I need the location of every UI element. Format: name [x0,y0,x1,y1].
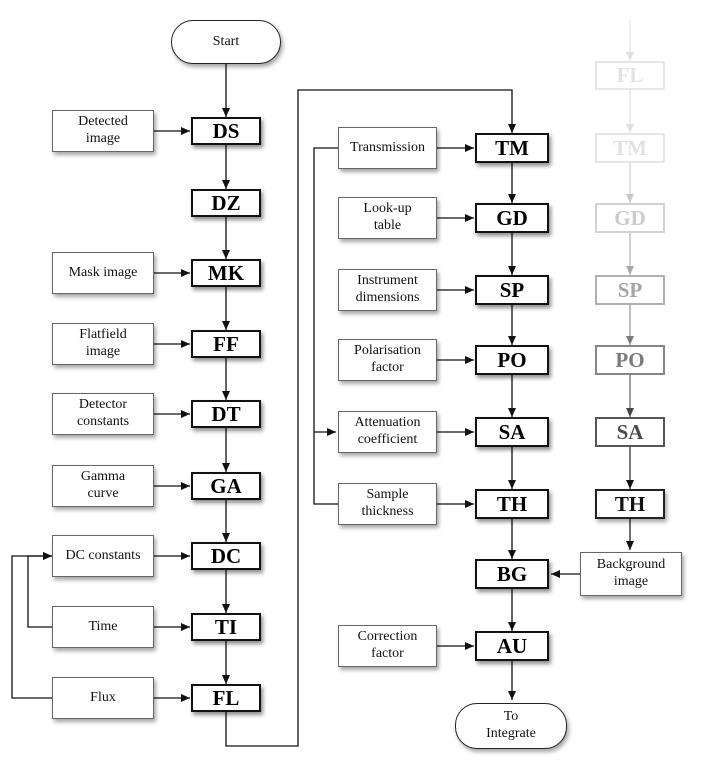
bg-op-tm: TM [595,133,665,163]
op-gd: GD [475,203,549,233]
input-mask-image: Mask image [52,252,154,294]
end-terminal: To Integrate [455,703,567,749]
op-dc: DC [191,542,261,570]
op-ti: TI [191,613,261,641]
op-ga: GA [191,472,261,500]
op-fl: FL [191,684,261,712]
start-label: Start [212,33,240,49]
op-th: TH [475,489,549,519]
op-ff: FF [191,330,261,358]
bg-op-po: PO [595,345,665,375]
op-mk: MK [191,259,261,287]
op-au: AU [475,631,549,661]
op-dt: DT [191,400,261,428]
bg-op-gd: GD [595,203,665,233]
end-label: To Integrate [486,709,536,741]
input-flux: Flux [52,677,154,719]
start-terminal: Start [171,20,281,64]
bg-op-th: TH [595,489,665,519]
input-time: Time [52,606,154,648]
input-transmission: Transmission [338,127,437,169]
op-sa: SA [475,417,549,447]
bg-op-sa: SA [595,417,665,447]
op-po: PO [475,345,549,375]
input-dc-constants: DC constants [52,535,154,577]
op-bg: BG [475,559,549,589]
bg-op-sp: SP [595,275,665,305]
bg-op-fl: FL [595,61,665,90]
op-ds: DS [191,117,261,145]
op-sp: SP [475,275,549,305]
op-tm: TM [475,133,549,163]
op-dz: DZ [191,189,261,217]
